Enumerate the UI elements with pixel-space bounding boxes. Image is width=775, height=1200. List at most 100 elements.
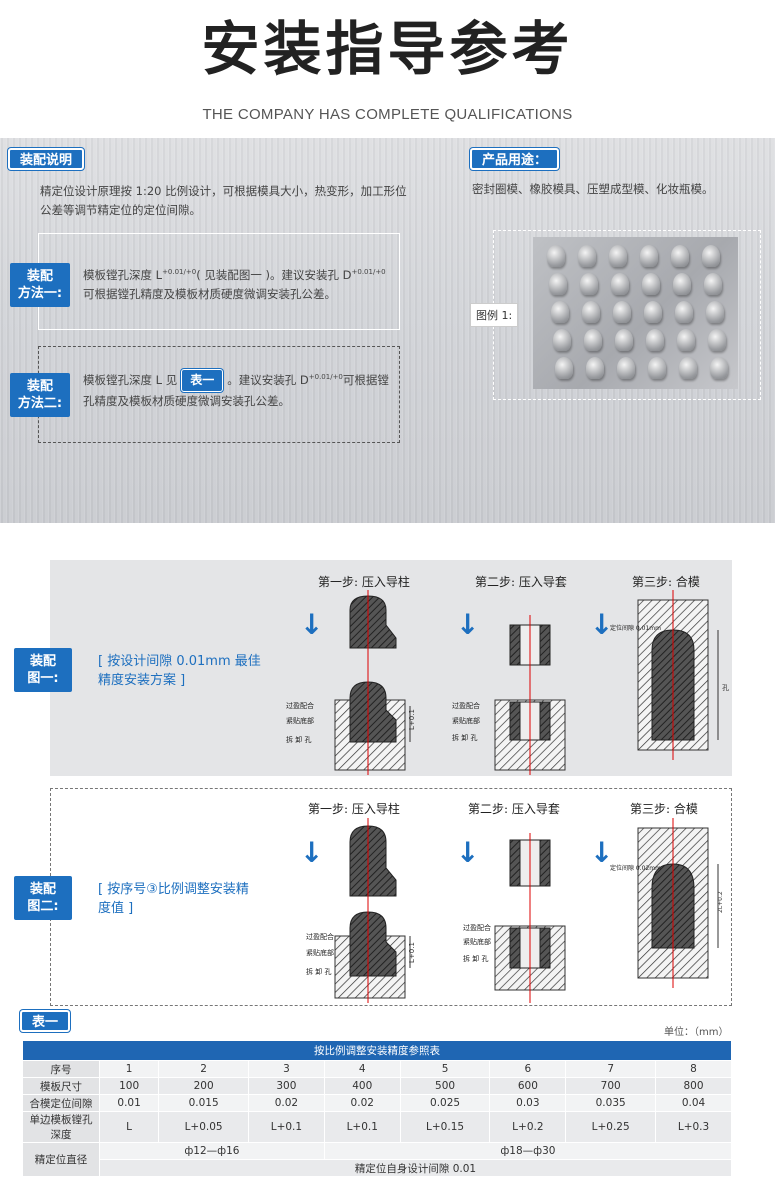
usage-tag: 产品用途：: [470, 148, 560, 170]
product-part: [609, 245, 627, 267]
method2-text: 模板镗孔深度 L 见表一。建议安装孔 D+0.01/+0可根据镗孔精度及模板材质…: [83, 368, 393, 411]
product-part: [673, 273, 691, 295]
diagram1-note: [ 按设计间隙 0.01mm 最佳精度安装方案 ]: [98, 654, 261, 688]
table-cell: 4: [323, 1060, 401, 1078]
table-cell: 600: [489, 1077, 567, 1095]
d2-gap-note: 定位间隙 0.02mm: [610, 864, 661, 872]
d2-dim-label: L+0.1: [408, 942, 416, 963]
table-unit: 单位：（mm）: [664, 1027, 729, 1038]
d2-step2-title: 第二步: 压入导套: [468, 802, 560, 816]
product-part: [644, 301, 662, 323]
product-part: [677, 329, 695, 351]
table1-link[interactable]: 表一: [181, 368, 224, 392]
product-part: [640, 245, 658, 267]
diagram2-drawing: L+0.1 过盈配合 紧贴底部 拆 卸 孔 过盈配合 紧贴底部 拆 卸 孔 定位…: [306, 818, 724, 1003]
down-arrow-icon: ↓: [300, 836, 324, 869]
table-cell: 100: [98, 1077, 160, 1095]
method1-text: 模板镗孔深度 L+0.01/+0( 见装配图一 )。建议安装孔 D+0.01/+…: [83, 267, 386, 301]
d1-callout-3: 拆 卸 孔: [286, 735, 311, 744]
diameter-small: ф12—ф16: [99, 1142, 325, 1160]
product-part: [551, 301, 569, 323]
d1-step1-title: 第一步: 压入导柱: [318, 575, 410, 589]
table-cell: 6: [489, 1060, 567, 1078]
d2-step3-title: 第三步: 合模: [630, 802, 698, 816]
product-part: [555, 357, 573, 379]
down-arrow-icon: ↓: [590, 836, 614, 869]
table1-tag: 表一: [20, 1010, 71, 1032]
method1-label: 装配 方法一:: [10, 263, 70, 307]
table-cell: 0.01: [98, 1094, 160, 1112]
table-cell: 2: [158, 1060, 249, 1078]
product-photo: [533, 237, 738, 389]
d1-callout-2: 紧贴底部: [286, 716, 314, 725]
table-cell: L+0.2: [489, 1111, 567, 1143]
table-cell: L+0.15: [399, 1111, 491, 1143]
table-cell: L+0.05: [158, 1111, 249, 1143]
table-cell: L+0.25: [565, 1111, 657, 1143]
product-part: [648, 357, 666, 379]
down-arrow-icon: ↓: [300, 608, 324, 641]
method2-label: 装配 方法二:: [10, 373, 70, 417]
product-part: [617, 357, 635, 379]
product-part: [547, 245, 565, 267]
table-cell: L: [98, 1111, 160, 1143]
d2-callout-1b: 过盈配合: [463, 923, 491, 932]
product-part: [582, 301, 600, 323]
product-part: [611, 273, 629, 295]
table-cell: 500: [399, 1077, 491, 1095]
product-part: [642, 273, 660, 295]
table-cell: 0.035: [565, 1094, 657, 1112]
d2-step1-title: 第一步: 压入导柱: [308, 802, 400, 816]
diagram2-label: 装配 图二:: [14, 876, 72, 920]
d1-gap-note: 定位间隙 0.01mm: [610, 624, 661, 632]
diagram1-label: 装配 图一:: [14, 648, 72, 692]
table-cell: 0.03: [489, 1094, 567, 1112]
product-part: [580, 273, 598, 295]
page-subtitle: THE COMPANY HAS COMPLETE QUALIFICATIONS: [202, 106, 573, 123]
diameter-label: 精定位直径: [22, 1142, 100, 1177]
d1-callout-1: 过盈配合: [286, 701, 314, 710]
diameter-large: ф18—ф30: [323, 1142, 733, 1160]
table-cell: 0.04: [655, 1094, 732, 1112]
table-cell: L+0.1: [323, 1111, 401, 1143]
table-cell: 700: [565, 1077, 657, 1095]
d2-callout-3b: 拆 卸 孔: [463, 954, 488, 963]
product-part: [615, 329, 633, 351]
assembly-info-tag: 装配说明: [8, 148, 85, 170]
product-part: [586, 357, 604, 379]
table-cell: 0.02: [323, 1094, 401, 1112]
product-part: [584, 329, 602, 351]
table-cell: 200: [158, 1077, 249, 1095]
table-cell: 5: [399, 1060, 491, 1078]
product-part: [679, 357, 697, 379]
product-part: [675, 301, 693, 323]
row-label: 模板尺寸: [22, 1077, 100, 1095]
down-arrow-icon: ↓: [590, 608, 614, 641]
product-part: [553, 329, 571, 351]
table-cell: 3: [247, 1060, 325, 1078]
table-cell: 800: [655, 1077, 732, 1095]
d2-hole-dim: 2L+0.2: [717, 891, 724, 913]
product-part: [704, 273, 722, 295]
page-title: 安装指导参考: [201, 15, 574, 83]
d2-callout-2: 紧贴底部: [306, 948, 334, 957]
assembly-info-text: 精定位设计原理按 1:20 比例设计，可根据模具大小，热变形，加工形位公差等调节…: [40, 184, 407, 217]
product-part: [702, 245, 720, 267]
d1-callout-1b: 过盈配合: [452, 701, 480, 710]
product-part: [578, 245, 596, 267]
product-part: [708, 329, 726, 351]
product-part: [613, 301, 631, 323]
table-cell: 0.025: [399, 1094, 491, 1112]
table-cell: L+0.1: [247, 1111, 325, 1143]
d1-step2-title: 第二步: 压入导套: [475, 575, 567, 589]
row-label: 序号: [22, 1060, 100, 1078]
d2-callout-2b: 紧贴底部: [463, 937, 491, 946]
d1-dim-label: L+0.1: [408, 709, 416, 730]
d2-callout-3: 拆 卸 孔: [306, 967, 331, 976]
product-part: [671, 245, 689, 267]
table-cell: 7: [565, 1060, 657, 1078]
